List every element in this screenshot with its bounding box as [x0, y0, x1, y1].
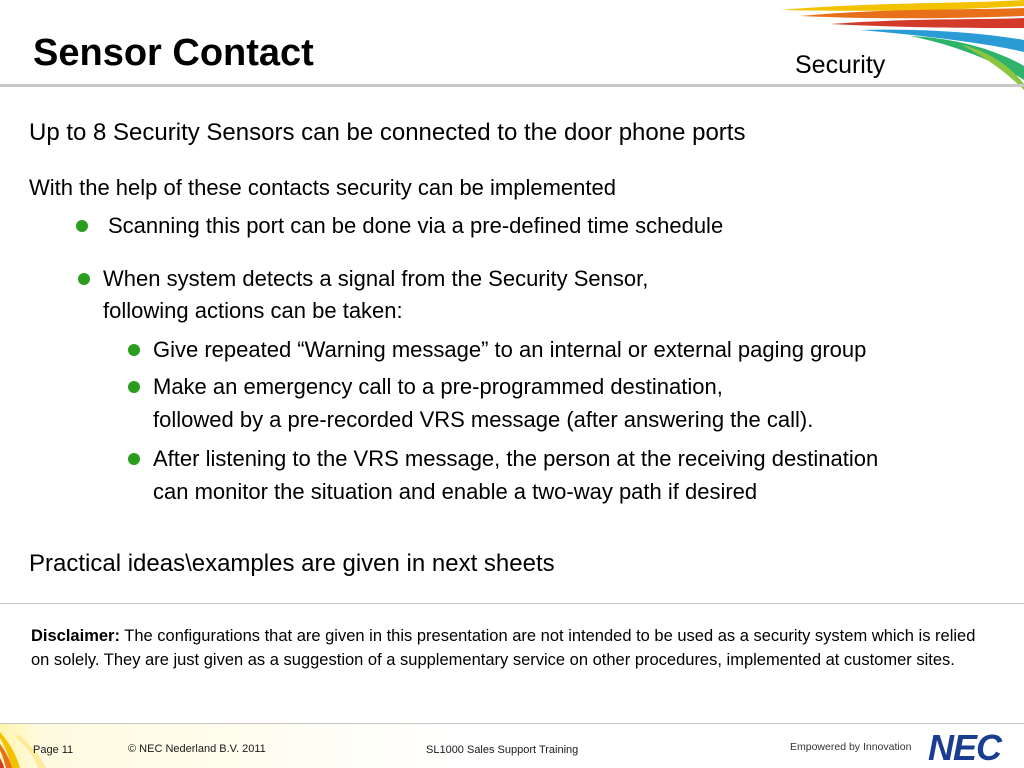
sub-bullet-monitor-line2: can monitor the situation and enable a t…	[153, 479, 758, 504]
section-label: Security	[795, 51, 886, 79]
bullet-dot	[76, 220, 88, 232]
page-title: Sensor Contact	[33, 32, 314, 74]
training-label: SL1000 Sales Support Training	[426, 744, 579, 756]
bullet-dot	[78, 273, 90, 285]
sub-bullet-dot	[128, 453, 140, 465]
footer-graphic	[0, 724, 1024, 768]
disclaimer-divider	[0, 603, 1024, 604]
bullet-scanning: Scanning this port can be done via a pre…	[108, 213, 724, 238]
page-number: Page 11	[33, 744, 74, 756]
nec-logo: NEC	[928, 727, 1002, 768]
bullet-detects-line1: When system detects a signal from the Se…	[103, 266, 649, 291]
tagline: Empowered by Innovation	[790, 741, 912, 753]
disclaimer: Disclaimer: The configurations that are …	[31, 624, 991, 672]
title-divider	[0, 84, 1024, 87]
subintro-line: With the help of these contacts security…	[29, 175, 616, 200]
sub-bullet-emergency-line1: Make an emergency call to a pre-programm…	[153, 374, 723, 399]
copyright: © NEC Nederland B.V. 2011	[128, 743, 266, 755]
disclaimer-label: Disclaimer:	[31, 627, 120, 645]
sub-bullet-monitor-line1: After listening to the VRS message, the …	[153, 446, 879, 471]
header-swoosh-graphic	[780, 0, 1024, 90]
closing-line: Practical ideas\examples are given in ne…	[29, 550, 555, 577]
sub-bullet-dot	[128, 381, 140, 393]
sub-bullet-emergency-line2: followed by a pre-recorded VRS message (…	[153, 407, 814, 432]
sub-bullet-warning: Give repeated “Warning message” to an in…	[153, 337, 867, 362]
bullet-detects-line2: following actions can be taken:	[103, 298, 403, 323]
disclaimer-text: The configurations that are given in thi…	[31, 627, 976, 669]
intro-line: Up to 8 Security Sensors can be connecte…	[29, 119, 746, 146]
footer-divider	[0, 723, 1024, 724]
sub-bullet-dot	[128, 344, 140, 356]
